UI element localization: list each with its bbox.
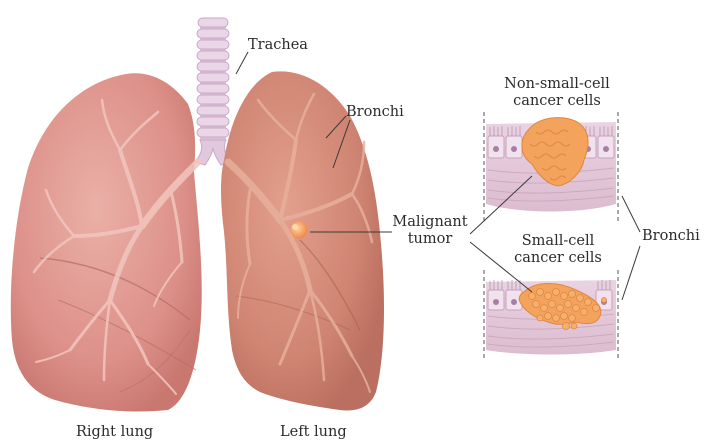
non-small-cell-panel (484, 112, 618, 224)
non-small-cell-label: Non-small-cell cancer cells (492, 76, 622, 110)
malignant-tumor-label: Malignant tumor (392, 214, 468, 248)
right-lung (11, 73, 202, 411)
right-lung-label: Right lung (76, 424, 153, 441)
small-cell-panel (484, 270, 618, 360)
bronchi-right-leader-upper (622, 196, 640, 232)
trachea-leader (236, 52, 248, 74)
trachea (195, 18, 231, 165)
malignant-tumor (291, 222, 308, 239)
bronchi-label-top: Bronchi (346, 104, 404, 121)
trachea-label: Trachea (248, 37, 308, 54)
bronchi-right-leader-lower (622, 246, 640, 300)
malignant-tumor-label-line1: Malignant (392, 214, 468, 231)
small-cell-label: Small-cell cancer cells (500, 233, 616, 267)
small-cell-label-line1: Small-cell (500, 233, 616, 250)
small-cell-label-line2: cancer cells (500, 250, 616, 267)
non-small-cell-label-line2: cancer cells (492, 93, 622, 110)
left-lung-label: Left lung (280, 424, 347, 441)
non-small-cell-label-line1: Non-small-cell (492, 76, 622, 93)
left-lung (221, 71, 384, 410)
bronchi-label-right: Bronchi (642, 228, 700, 245)
malignant-tumor-label-line2: tumor (392, 231, 468, 248)
